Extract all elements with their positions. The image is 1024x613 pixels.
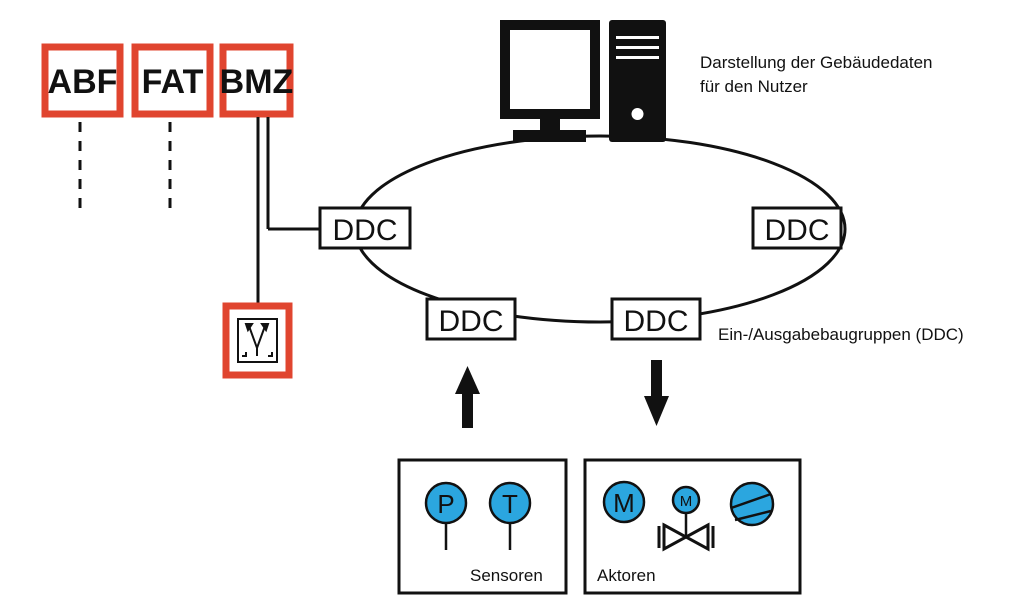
temperature-sensor-icon: T: [488, 481, 532, 550]
motor-label: M: [613, 488, 635, 518]
fire-box-label: ABF: [48, 63, 118, 101]
valve-motor-label: M: [680, 493, 693, 510]
ddc-label: DDC: [765, 214, 830, 247]
fire-box-fat: FAT: [131, 43, 214, 118]
io-modules-caption: Ein-/Ausgabebaugruppen (DDC): [718, 325, 964, 344]
motor-icon: M: [602, 480, 646, 524]
pump-icon: [729, 481, 775, 527]
actuators-title: Aktoren: [597, 566, 656, 585]
computer-caption-line-2: für den Nutzer: [700, 77, 808, 96]
fire-box-label: BMZ: [220, 63, 294, 101]
ddc-box-right: DDC: [751, 206, 843, 250]
pressure-sensor-icon: P: [424, 481, 468, 550]
fire-box-bmz: BMZ: [219, 43, 294, 118]
fire-detector-box: [222, 302, 293, 379]
sensor-label: T: [502, 489, 518, 519]
ddc-box-bottom-left: DDC: [425, 297, 517, 341]
arrow-down-icon: [644, 360, 669, 426]
arrow-up-icon: [455, 366, 480, 428]
motorized-valve-icon: M: [657, 485, 715, 552]
sensors-panel: P T Sensoren: [397, 458, 568, 595]
sensors-title: Sensoren: [470, 566, 543, 585]
ddc-label: DDC: [333, 214, 398, 247]
sensor-label: P: [437, 489, 454, 519]
detector-symbol-icon: [242, 323, 273, 357]
actuators-panel: M M Aktoren: [583, 458, 802, 595]
ddc-label: DDC: [439, 305, 504, 338]
ddc-box-bottom-right: DDC: [610, 297, 702, 341]
ddc-label: DDC: [624, 305, 689, 338]
computer-icon: [500, 20, 666, 142]
fire-box-abf: ABF: [41, 43, 124, 118]
computer-caption-line-1: Darstellung der Gebäudedaten: [700, 53, 933, 72]
ddc-box-left: DDC: [318, 206, 412, 250]
fire-box-label: FAT: [142, 63, 204, 101]
